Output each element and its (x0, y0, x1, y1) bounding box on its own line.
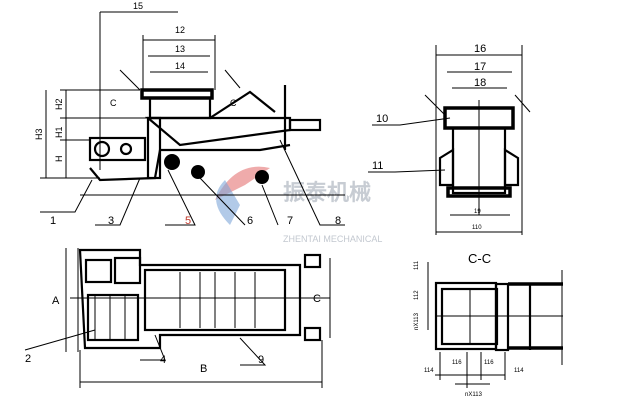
side-view: 16 17 18 19 110 10 11 (368, 43, 531, 235)
dim-116-right: 116 (484, 360, 494, 366)
dim-h1: H1 (54, 126, 64, 138)
dim-h2: H2 (54, 98, 64, 110)
dim-17: 17 (474, 61, 486, 73)
watermark-cn: 振泰机械 (283, 180, 371, 205)
dim-111: 111 (414, 260, 420, 270)
dim-h: H (54, 156, 64, 163)
dim-110: 110 (472, 225, 482, 231)
dim-nx113-horizontal: nX113 (465, 392, 483, 398)
dim-116-left: 116 (452, 360, 462, 366)
part-label-1: 1 (50, 215, 56, 227)
watermark-logo: 振泰机械 ZHENTAI MECHANICAL (215, 166, 382, 244)
dim-13: 13 (175, 44, 185, 54)
dim-112: 112 (414, 290, 420, 300)
section-mark-right: C (230, 98, 237, 108)
dim-h3: H3 (34, 128, 44, 140)
front-view: 15 12 13 14 H2 H1 H3 H C C 1 3 5 6 7 8 (34, 1, 345, 227)
section-mark-left: C (110, 98, 117, 108)
dim-nx113-vertical: nX113 (414, 312, 420, 330)
part-label-6: 6 (247, 215, 253, 227)
dim-114-right: 114 (514, 368, 524, 374)
dim-19: 19 (474, 209, 481, 215)
dim-18: 18 (474, 77, 486, 89)
part-label-3: 3 (108, 215, 114, 227)
dim-12: 12 (175, 25, 185, 35)
part-label-10: 10 (376, 113, 388, 125)
dim-114-left: 114 (424, 368, 434, 374)
plan-view: A B C 2 4 9 (24, 248, 331, 388)
dim-15: 15 (133, 1, 143, 11)
part-label-2: 2 (25, 353, 31, 365)
dim-b: B (200, 363, 207, 375)
part-label-7: 7 (287, 215, 293, 227)
dim-16: 16 (474, 43, 486, 55)
section-title: C-C (468, 251, 491, 266)
dim-c: C (313, 293, 321, 305)
part-label-4: 4 (160, 354, 166, 366)
section-c-c: C-C 111 112 nX113 114 116 116 114 nX113 (414, 251, 563, 398)
dim-a: A (52, 295, 60, 307)
part-label-11: 11 (372, 160, 383, 172)
part-label-9: 9 (258, 354, 264, 366)
dim-14: 14 (175, 61, 185, 71)
watermark-en: ZHENTAI MECHANICAL (283, 234, 382, 244)
part-label-5: 5 (185, 215, 191, 227)
part-label-8: 8 (335, 215, 341, 227)
